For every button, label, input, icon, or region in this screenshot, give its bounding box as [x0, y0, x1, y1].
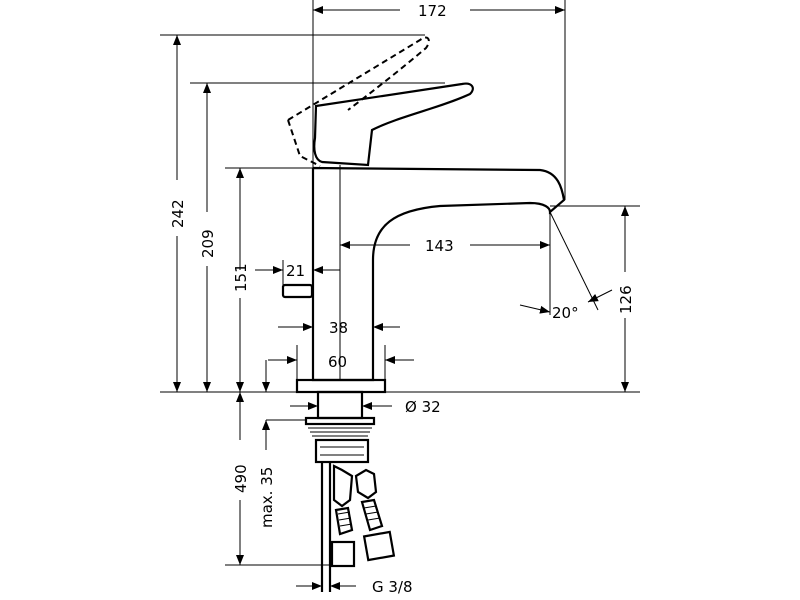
dim-g-3-8-label: G 3/8	[372, 578, 413, 596]
supply-hoses	[320, 462, 396, 592]
dim-20-degree-label: 20°	[552, 304, 579, 322]
dim-21-label: 21	[286, 262, 305, 280]
dim-diameter-32-label: Ø 32	[405, 398, 441, 416]
dim-126-label: 126	[617, 285, 635, 314]
dim-38-label: 38	[329, 319, 348, 337]
dim-60-label: 60	[328, 353, 347, 371]
dim-490-label: 490	[232, 464, 250, 493]
lever-handle-open-position	[287, 36, 430, 167]
faucet-outline	[295, 166, 566, 464]
dim-242-label: 242	[169, 199, 187, 228]
dim-151-label: 151	[232, 263, 250, 292]
popup-rod	[281, 283, 314, 299]
dim-143-label: 143	[425, 237, 454, 255]
dim-209-label: 209	[199, 229, 217, 258]
dim-max-35-label: max. 35	[258, 467, 276, 528]
lever-handle	[313, 82, 474, 167]
dim-172-label: 172	[418, 2, 447, 20]
